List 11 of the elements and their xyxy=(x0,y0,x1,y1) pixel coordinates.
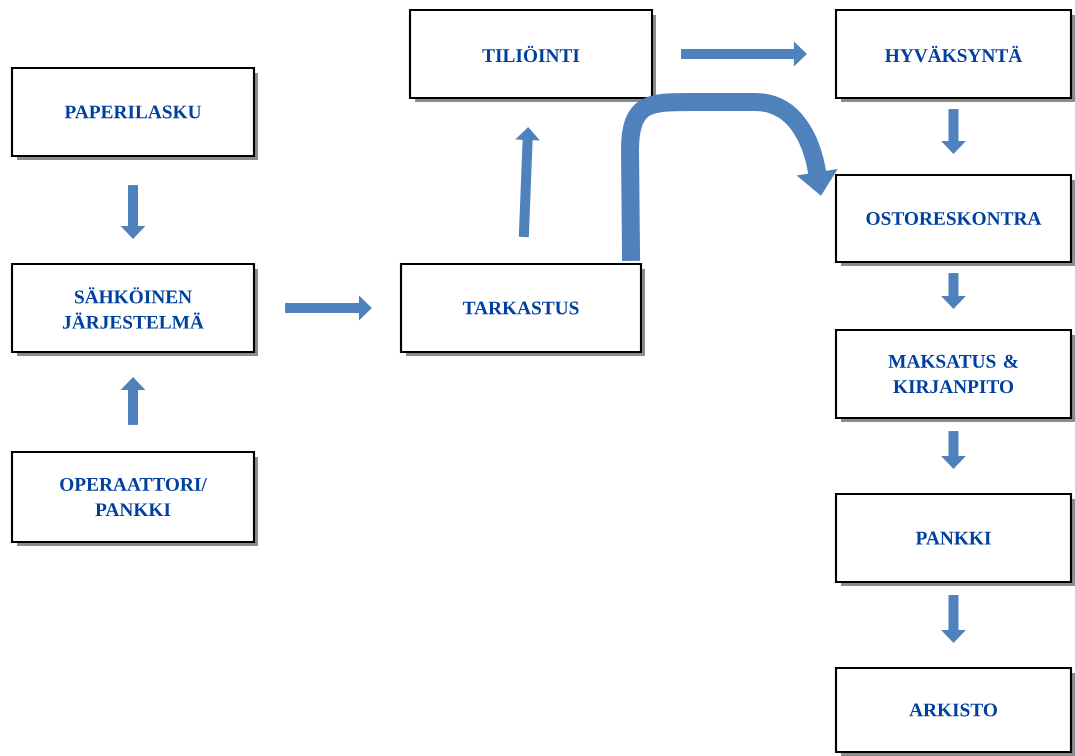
process-box: ARKISTO xyxy=(834,666,1075,756)
process-box: OSTORESKONTRA xyxy=(834,173,1075,266)
process-box: TILIÖINTI xyxy=(408,8,656,102)
process-box: PANKKI xyxy=(834,492,1075,586)
process-box: HYVÄKSYNTÄ xyxy=(834,8,1075,102)
process-box: MAKSATUS & KIRJANPITO xyxy=(834,328,1075,422)
process-box: PAPERILASKU xyxy=(10,66,258,160)
process-box: SÄHKÖINEN JÄRJESTELMÄ xyxy=(10,262,258,356)
block-arrow xyxy=(621,93,838,261)
process-box: TARKASTUS xyxy=(399,262,645,356)
process-box: OPERAATTORI/ PANKKI xyxy=(10,450,258,546)
